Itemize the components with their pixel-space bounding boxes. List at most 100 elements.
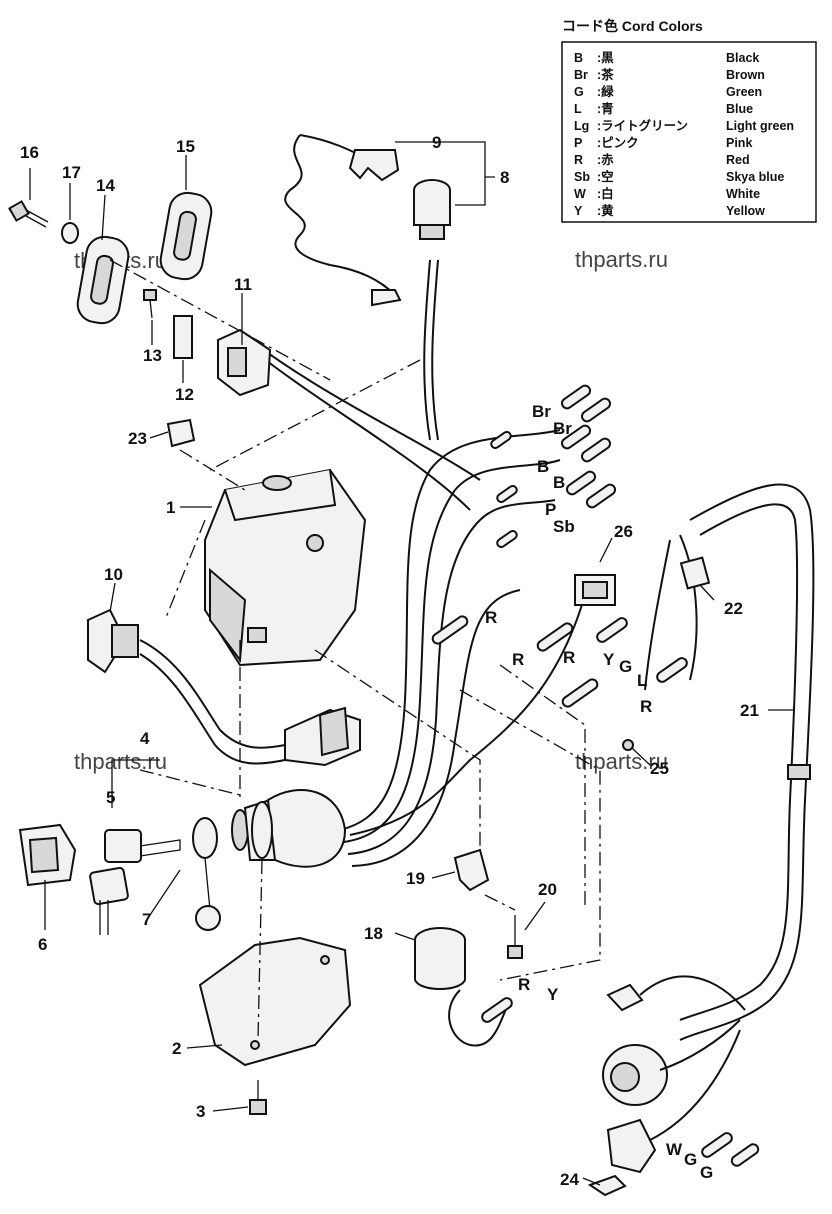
callout-10: 10 [104, 565, 123, 584]
buzzer-18 [414, 927, 466, 990]
leader-lines [29, 141, 795, 1186]
callout-19: 19 [406, 869, 425, 888]
callout-7: 7 [142, 910, 151, 929]
screw-20 [507, 915, 523, 959]
callout-3: 3 [196, 1102, 205, 1121]
legend-jp: :緑 [597, 84, 614, 99]
legend-code: G [574, 85, 584, 99]
wire-label-br: Br [553, 419, 572, 438]
callout-17: 17 [62, 163, 81, 182]
legend-en: White [726, 187, 760, 201]
legend-jp: :青 [597, 101, 614, 116]
legend-jp: :空 [597, 169, 614, 184]
wire-label-g: G [684, 1150, 697, 1169]
legend-en: Light green [726, 119, 794, 133]
callout-numbers: 16 17 14 15 9 8 11 13 12 23 1 10 26 22 2… [20, 133, 759, 1189]
bezel-15 [159, 191, 213, 281]
callout-23: 23 [128, 429, 147, 448]
wire-label-r: R [640, 697, 652, 716]
wire-label-y: Y [603, 650, 615, 669]
wire-label-y: Y [547, 985, 559, 1004]
legend-jp: :黒 [597, 51, 614, 65]
watermark: thparts.ru [74, 749, 167, 774]
callout-21: 21 [740, 701, 759, 720]
bracket-19 [453, 848, 490, 892]
callout-16: 16 [20, 143, 39, 162]
legend-en: Skya blue [726, 170, 784, 184]
legend-en: Brown [726, 68, 765, 82]
callout-15: 15 [176, 137, 195, 156]
wire-label-r: R [518, 975, 530, 994]
callout-22: 22 [724, 599, 743, 618]
clip-25 [622, 739, 634, 751]
legend-code: Lg [574, 119, 589, 133]
callout-18: 18 [364, 924, 383, 943]
wire-label-r: R [563, 648, 575, 667]
legend-jp: :赤 [597, 152, 614, 167]
wire-label-g: G [700, 1163, 713, 1182]
legend-en: Pink [726, 136, 752, 150]
callout-25: 25 [650, 759, 669, 778]
legend-jp: :ピンク [597, 136, 639, 150]
wire-label-w: W [666, 1140, 683, 1159]
watermark: thparts.ru [575, 247, 668, 272]
legend-code: Y [574, 204, 583, 218]
screw-3 [249, 1080, 267, 1115]
connector-26 [574, 574, 616, 606]
wire-label-br: Br [532, 402, 551, 421]
main-switch [231, 789, 347, 868]
legend-en: Yellow [726, 204, 765, 218]
legend-en: Blue [726, 102, 753, 116]
callout-12: 12 [175, 385, 194, 404]
legend-code: W [574, 187, 586, 201]
plate-2 [198, 936, 352, 1067]
callout-6: 6 [38, 935, 47, 954]
legend-code: P [574, 136, 582, 150]
screw-13 [143, 289, 157, 319]
callout-11: 11 [234, 275, 252, 294]
legend-en: Red [726, 153, 750, 167]
callout-24: 24 [560, 1170, 579, 1189]
bolt-16 [8, 200, 49, 228]
washer-17 [61, 222, 79, 244]
callout-2: 2 [172, 1039, 181, 1058]
wire-label-r: R [512, 650, 524, 669]
callout-26: 26 [614, 522, 633, 541]
wire-label-b: B [537, 457, 549, 476]
legend-jp: :白 [597, 186, 614, 201]
grommet-22 [679, 556, 711, 590]
legend-code: B [574, 51, 583, 65]
cover-6 [18, 823, 77, 887]
wire-label-sb: Sb [553, 517, 575, 536]
legend-jp: :茶 [597, 67, 614, 82]
wire-label-p: P [545, 500, 556, 519]
bezel-14 [76, 235, 130, 325]
harness-connector [284, 706, 361, 767]
cap-23 [166, 418, 196, 448]
legend-title: コード色 Cord Colors [562, 18, 703, 34]
callout-9: 9 [432, 133, 441, 152]
callout-1: 1 [166, 498, 175, 517]
callout-13: 13 [143, 346, 162, 365]
lanyard-cord-9 [284, 134, 402, 307]
callout-5: 5 [106, 788, 115, 807]
cap-7 [192, 817, 221, 931]
terminal-24 [587, 1174, 627, 1197]
callout-4: 4 [140, 729, 150, 748]
legend-en: Green [726, 85, 762, 99]
key-set-5 [89, 829, 181, 935]
harness-conduit-21 [679, 483, 815, 1041]
wire-label-l: L [637, 671, 647, 690]
wire-harness [139, 259, 698, 1047]
legend-code: Sb [574, 170, 590, 184]
wire-color-labels: Br Br B B P Sb R R R Y G L R R Y W G G [485, 402, 713, 1182]
conduit-band [787, 764, 811, 780]
legend-code: R [574, 153, 583, 167]
remote-control-housing [204, 468, 367, 667]
harness-plug-lower [602, 975, 746, 1174]
switch-12 [173, 315, 193, 359]
connector-10 [87, 608, 139, 674]
callout-20: 20 [538, 880, 557, 899]
